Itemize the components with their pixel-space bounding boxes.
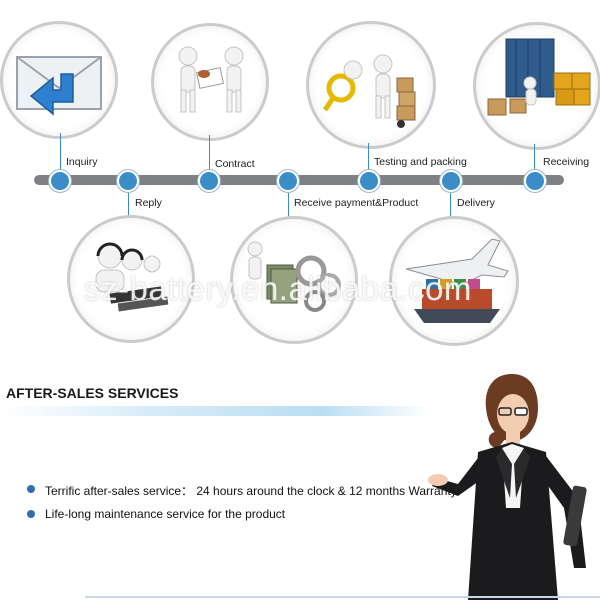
title-underline [0,406,430,416]
inquiry-mail-illustration [0,21,118,139]
mail-icon [16,56,102,116]
bullet-point [27,485,35,493]
plane-ship-icon [405,238,509,323]
testing-packing-label: Testing and packing [374,156,467,168]
receive-payment-node [277,170,299,192]
bullet-point [27,510,35,518]
reply-label: Reply [135,197,162,209]
headset-operators-icon [95,242,169,312]
contract-connector [209,135,210,175]
delivery-connector [450,186,451,220]
receiving-connector [534,144,535,175]
receive-payment-connector [288,186,289,220]
receiving-container-illustration [473,22,600,150]
reply-call-center-illustration [67,215,195,343]
receiving-node [524,170,546,192]
delivery-node [440,170,462,192]
receive-payment-label: Receive payment&Product [294,197,419,209]
testing-packing-icon [322,54,416,128]
businesswoman-figure [428,374,587,600]
reply-node [117,170,139,192]
reply-connector [128,186,129,218]
inquiry-node [49,170,71,192]
contract-node [198,170,220,192]
process-timeline-bar [34,175,564,185]
testing-packing-illustration [306,21,436,149]
businesswoman-photo [428,368,600,600]
receiving-label: Receiving [543,156,590,168]
delivery-label: Delivery [457,197,495,209]
bottom-divider [85,596,600,598]
contract-handshake-illustration [151,23,269,141]
inquiry-connector [60,133,61,175]
delivery-transport-illustration [389,216,519,346]
contract-label: Contract [215,158,255,170]
testing-packing-connector [368,143,369,175]
service-item-warranty: Terrific after-sales service： 24 hours a… [45,484,457,498]
money-gears-icon [247,241,341,312]
service-item-maintenance: Life-long maintenance service for the pr… [45,507,286,521]
container-boxes-icon [487,38,591,116]
inquiry-label: Inquiry [66,156,98,168]
contract-people-icon [178,46,244,113]
payment-product-illustration [230,216,358,344]
after-sales-title: AFTER-SALES SERVICES [6,385,179,401]
watermark-text: sz-battery.en.alibaba.com [84,270,472,307]
testing-packing-node [358,170,380,192]
